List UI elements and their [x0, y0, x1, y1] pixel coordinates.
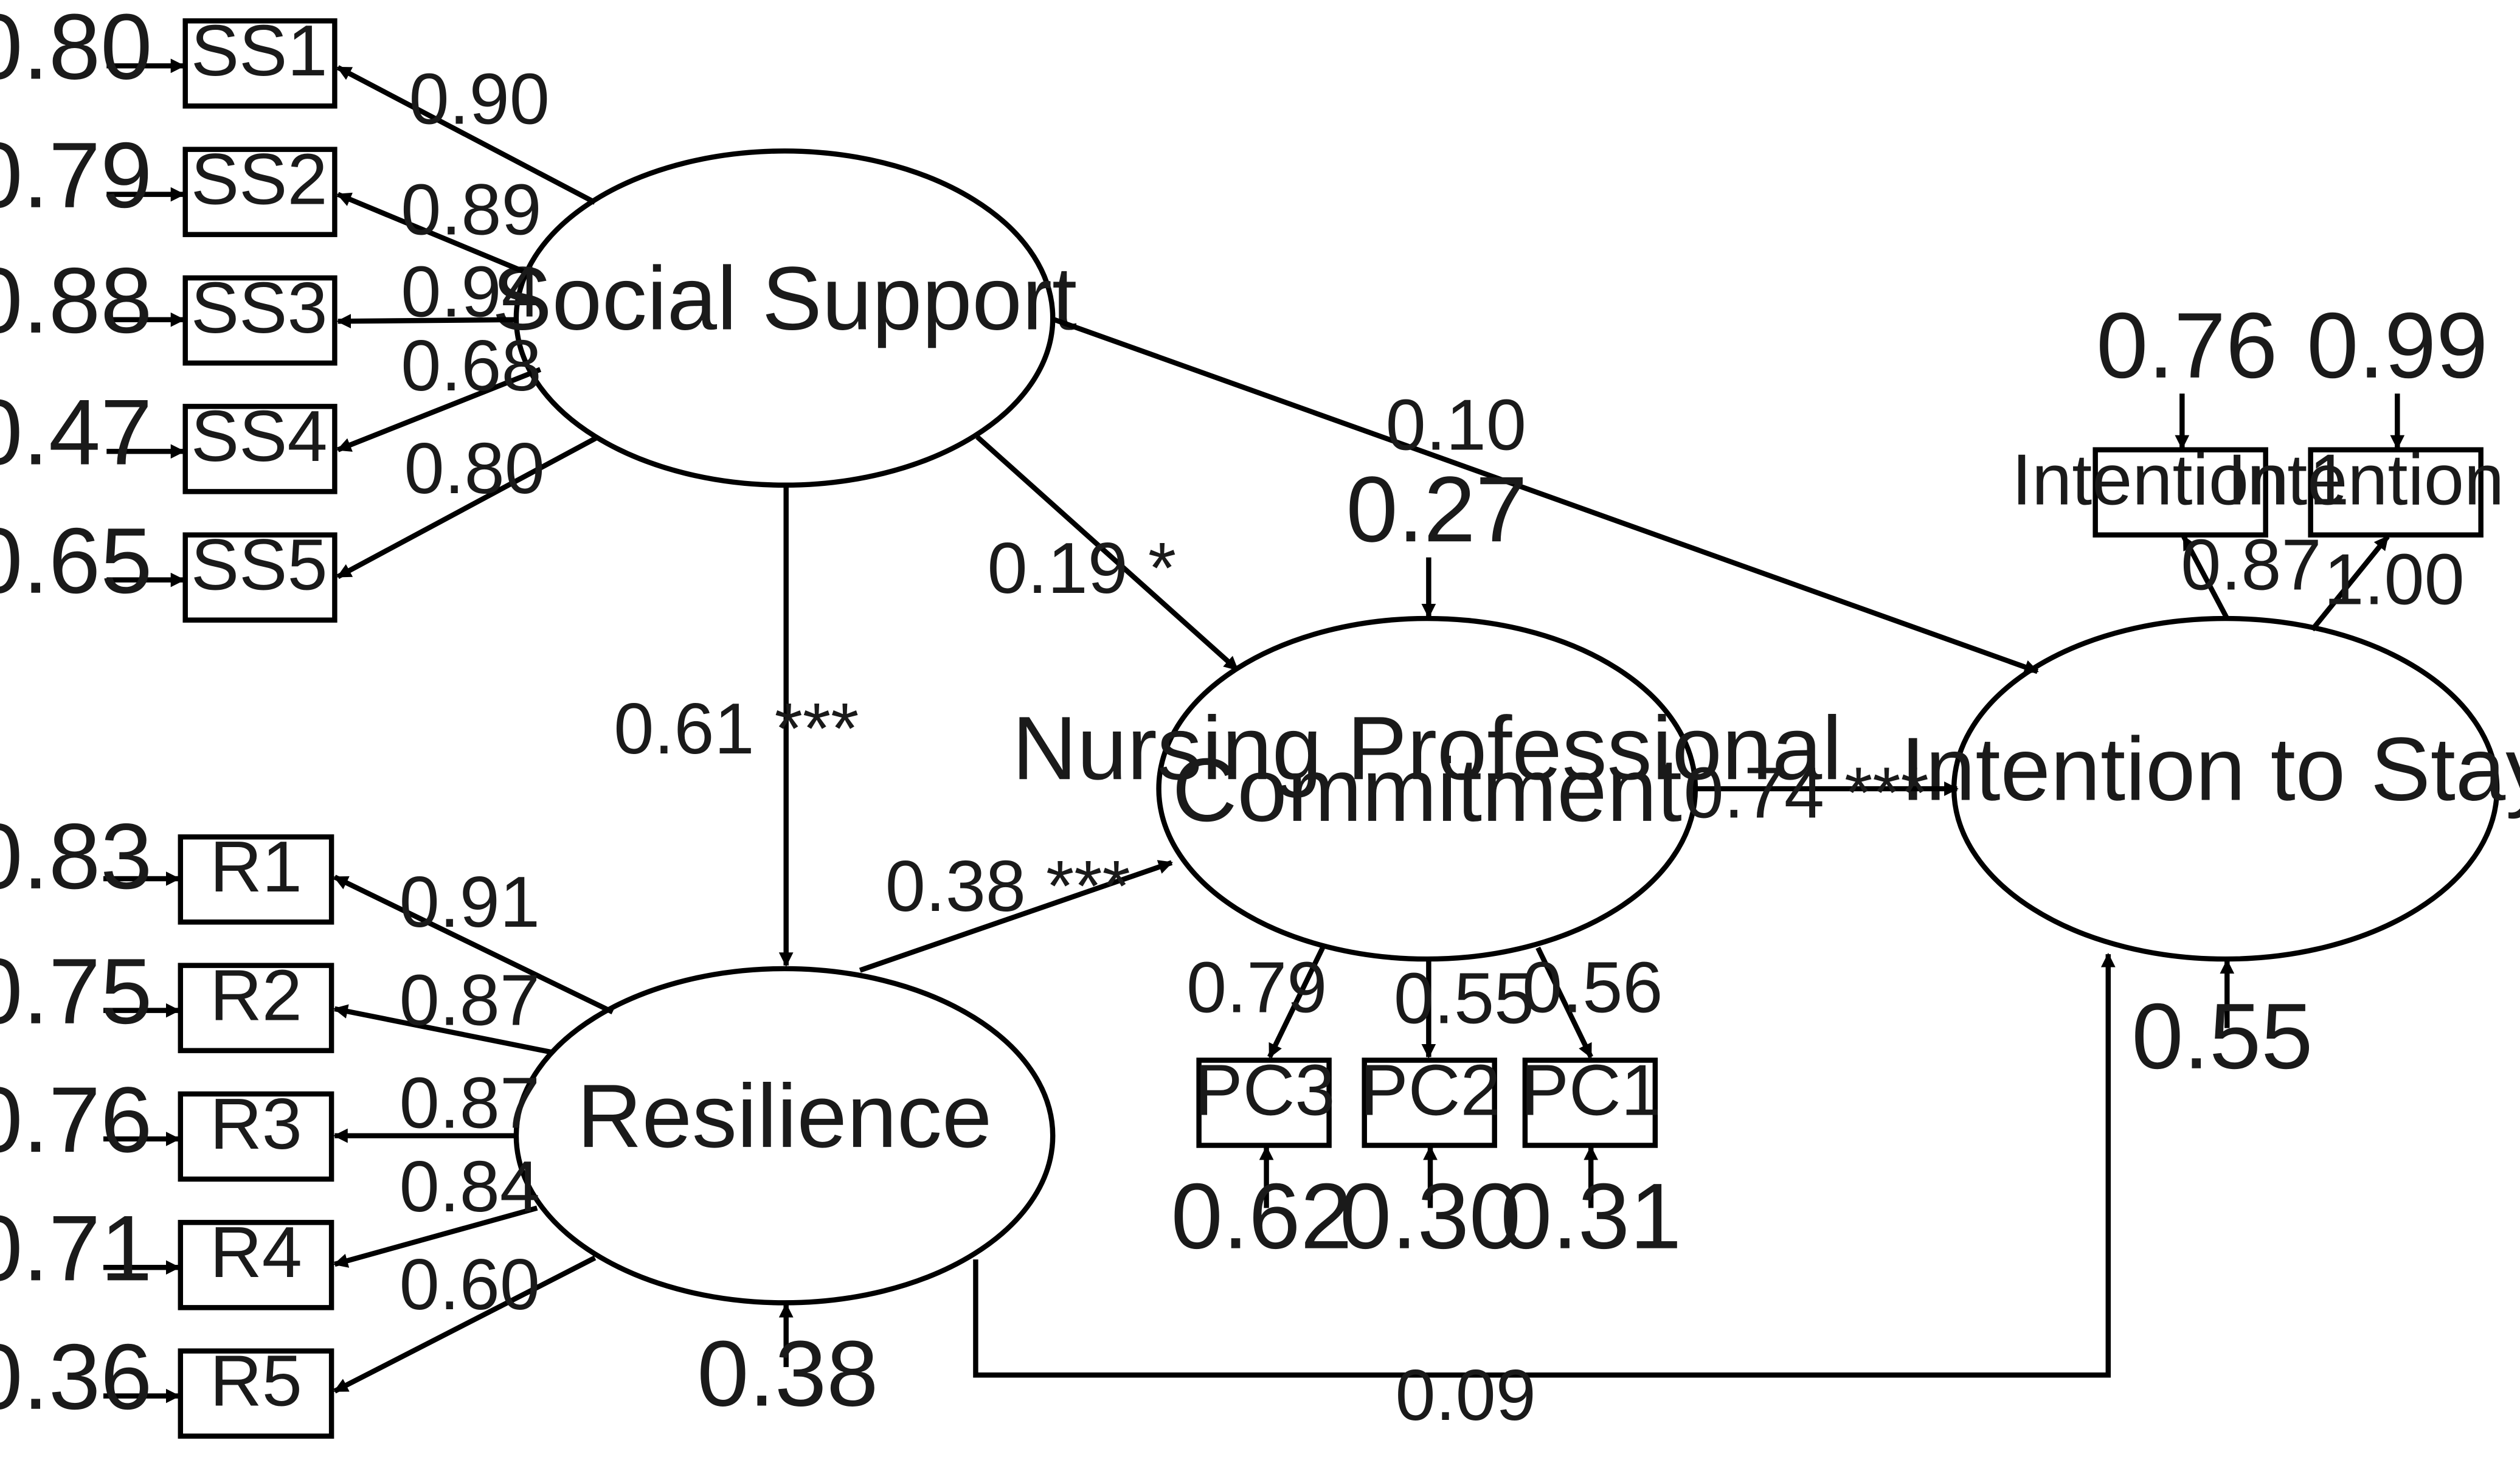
- commitment-label-line1: Nursing Professional: [1012, 698, 1842, 798]
- disturbance-value-commitment: 0.27: [1346, 457, 1527, 561]
- loading-arrow-r4: [333, 1205, 538, 1268]
- indicator-box-ss4: [182, 404, 338, 494]
- path-value-resilience-to-commitment: 0.38 ***: [885, 846, 1130, 927]
- loading-value-ss3: 0.94: [401, 251, 541, 332]
- loading-arrow-ss5: [336, 434, 600, 580]
- path-value-resilience-to-intention: 0.09: [1395, 1355, 1535, 1436]
- error-value-pc2: 0.30: [1340, 1165, 1521, 1268]
- loading-value-intention-2: 1.00: [2324, 539, 2464, 620]
- indicator-label-intention-2: Intention 2: [2227, 439, 2520, 520]
- error-value-r2: 0.75: [0, 940, 152, 1043]
- error-value-ss3: 0.88: [0, 249, 152, 353]
- indicator-label-ss1: SS1: [191, 10, 328, 91]
- error-value-r4: 0.71: [0, 1196, 152, 1300]
- indicator-box-pc3: [1196, 1057, 1332, 1148]
- loading-value-pc1: 0.56: [1522, 947, 1663, 1028]
- path-value-commitment-to-intention: 0.74 ***: [1684, 753, 1929, 834]
- indicator-box-r1: [178, 834, 334, 925]
- path-value-ss-to-resilience: 0.61 ***: [614, 688, 859, 769]
- commitment-label-line2: Commitment: [1172, 740, 1682, 840]
- loading-arrow-ss3: [336, 314, 516, 329]
- indicator-label-r2: R2: [210, 955, 302, 1036]
- error-value-intention-1: 0.76: [2096, 294, 2277, 398]
- loading-value-pc2: 0.55: [1394, 958, 1534, 1039]
- error-value-ss4: 0.47: [0, 380, 152, 484]
- indicator-box-pc2: [1362, 1057, 1497, 1148]
- indicator-box-r3: [178, 1091, 334, 1182]
- loading-value-r3: 0.87: [400, 1062, 540, 1143]
- error-value-r1: 0.83: [0, 805, 152, 908]
- indicator-label-r4: R4: [210, 1212, 302, 1293]
- indicator-label-ss4: SS4: [191, 396, 328, 477]
- path-arrow-ss-to-intention: [1053, 317, 2039, 674]
- loading-arrow-pc1: [1535, 946, 1593, 1059]
- loading-value-ss2: 0.89: [401, 170, 541, 251]
- loading-arrow-r2: [333, 1004, 552, 1055]
- indicator-label-intention-1: Intention 1: [2012, 439, 2349, 520]
- indicator-box-ss2: [182, 147, 338, 237]
- loading-value-r4: 0.84: [400, 1146, 540, 1227]
- error-value-pc3: 0.62: [1171, 1165, 1352, 1268]
- loading-value-r5: 0.60: [400, 1244, 540, 1325]
- intention-to-stay-label: Intention to Stay: [1900, 719, 2520, 820]
- indicator-label-r3: R3: [210, 1084, 302, 1165]
- disturbance-value-resilience: 0.38: [697, 1321, 878, 1425]
- indicator-label-ss3: SS3: [191, 268, 328, 348]
- loading-arrow-intention-2: [2310, 535, 2390, 632]
- social-support-label: Social Support: [492, 249, 1077, 349]
- resilience-label: Resilience: [577, 1066, 992, 1166]
- error-value-r5: 0.36: [0, 1325, 152, 1429]
- loading-arrow-intention-1: [2181, 535, 2230, 620]
- error-value-r3: 0.76: [0, 1068, 152, 1172]
- loading-value-pc3: 0.79: [1186, 947, 1327, 1028]
- indicator-box-pc1: [1522, 1057, 1658, 1148]
- error-value-ss2: 0.79: [0, 123, 152, 227]
- path-value-ss-to-intention: 0.10: [1386, 385, 1526, 466]
- indicator-label-pc3: PC3: [1194, 1050, 1335, 1130]
- error-value-ss5: 0.65: [0, 509, 152, 613]
- loading-value-ss4: 0.68: [401, 325, 541, 406]
- indicator-label-pc2: PC2: [1360, 1050, 1500, 1130]
- loading-arrow-ss1: [336, 65, 597, 205]
- error-value-intention-2: 0.99: [2307, 294, 2488, 398]
- loading-arrow-r1: [333, 874, 614, 1015]
- loading-arrow-ss2: [336, 192, 529, 275]
- indicator-box-intention-2: [2308, 447, 2484, 538]
- indicator-box-r5: [178, 1348, 334, 1439]
- loading-arrow-r5: [333, 1255, 597, 1394]
- loading-value-r2: 0.87: [400, 960, 540, 1040]
- path-arrow-resilience-to-intention: [973, 952, 2116, 1378]
- path-arrow-ss-to-commitment: [975, 435, 1239, 672]
- disturbance-value-intention: 0.55: [2131, 985, 2313, 1088]
- loading-arrow-pc3: [1267, 946, 1325, 1059]
- indicator-label-ss2: SS2: [191, 139, 328, 220]
- indicator-box-ss3: [182, 275, 338, 366]
- path-value-ss-to-commitment: 0.19 *: [987, 528, 1176, 609]
- indicator-box-ss1: [182, 18, 338, 109]
- indicator-box-r2: [178, 963, 334, 1053]
- loading-value-intention-1: 0.87: [2181, 524, 2321, 605]
- loading-value-ss5: 0.80: [404, 428, 545, 509]
- loading-value-ss1: 0.90: [409, 58, 549, 139]
- indicator-label-pc1: PC1: [1521, 1050, 1661, 1130]
- indicator-label-r5: R5: [210, 1340, 302, 1421]
- loading-value-r1: 0.91: [400, 862, 540, 943]
- path-arrow-resilience-to-commitment: [859, 860, 1173, 973]
- indicator-label-r1: R1: [210, 826, 302, 907]
- loading-arrow-ss4: [336, 367, 542, 452]
- indicator-box-r4: [178, 1220, 334, 1310]
- error-value-ss1: 0.80: [0, 0, 152, 99]
- error-value-pc1: 0.31: [1500, 1165, 1681, 1268]
- indicator-box-intention-1: [2092, 447, 2268, 538]
- indicator-box-ss5: [182, 532, 338, 623]
- indicator-label-ss5: SS5: [191, 524, 328, 605]
